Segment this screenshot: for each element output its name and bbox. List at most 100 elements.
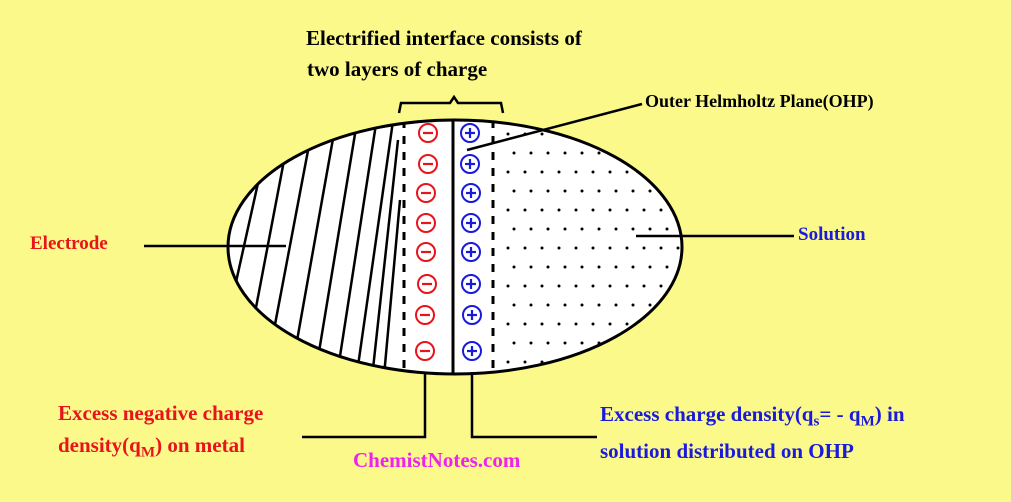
solution-dot xyxy=(631,227,635,231)
solution-dot xyxy=(665,189,669,193)
negative-charge-icon xyxy=(416,183,436,203)
solution-dot xyxy=(506,322,510,326)
excess-charge-subscript-s: s xyxy=(813,413,820,430)
solution-dot xyxy=(659,132,663,136)
solution-dot xyxy=(506,360,510,364)
solution-dot xyxy=(648,265,652,269)
solution-dot xyxy=(608,322,612,326)
solution-dot xyxy=(523,246,527,250)
solution-dot xyxy=(523,360,527,364)
solution-dot xyxy=(659,208,663,212)
solution-dot xyxy=(557,284,561,288)
ohp-label: Outer Helmholtz Plane(OHP) xyxy=(645,91,874,111)
solution-dot xyxy=(506,208,510,212)
solution-dot xyxy=(529,265,533,269)
solution-dot xyxy=(523,170,527,174)
solution-dot xyxy=(614,265,618,269)
solution-dot xyxy=(563,265,567,269)
positive-charge-icon xyxy=(461,213,481,233)
negative-charge-icon xyxy=(418,154,438,174)
solution-dot xyxy=(557,208,561,212)
solution-dot xyxy=(676,322,680,326)
solution-dot xyxy=(608,208,612,212)
solution-dot xyxy=(642,322,646,326)
solution-dot xyxy=(540,246,544,250)
solution-dot xyxy=(546,303,550,307)
hatch-line xyxy=(334,123,378,374)
negative-charge-icon xyxy=(416,213,436,233)
solution-dot xyxy=(625,284,629,288)
excess-negative-line-2: density(qM) on metal xyxy=(58,435,245,461)
solution-dot xyxy=(631,265,635,269)
solution-dot xyxy=(523,208,527,212)
solution-dot xyxy=(665,341,669,345)
excess-negative-subscript: M xyxy=(140,444,156,461)
negative-charge-icon xyxy=(415,305,435,325)
solution-dot xyxy=(608,132,612,136)
hatch-line xyxy=(354,120,395,374)
solution-dot xyxy=(546,189,550,193)
solution-dot xyxy=(546,227,550,231)
solution-dot xyxy=(523,322,527,326)
solution-dot xyxy=(540,208,544,212)
solution-dot xyxy=(540,284,544,288)
solution-dot xyxy=(506,170,510,174)
solution-dot xyxy=(625,360,629,364)
solution-dot xyxy=(512,151,516,155)
positive-charge-icon xyxy=(461,274,481,294)
solution-dot xyxy=(631,341,635,345)
negative-charge-icon xyxy=(416,242,436,262)
solution-dot xyxy=(563,341,567,345)
solution-dot xyxy=(580,227,584,231)
solution-dot xyxy=(512,227,516,231)
solution-dot xyxy=(648,189,652,193)
interface-ellipse xyxy=(226,118,684,376)
solution-dot xyxy=(580,341,584,345)
solution-dot xyxy=(683,304,686,307)
solution-dot xyxy=(625,246,629,250)
solution-dot xyxy=(540,360,544,364)
solution-dot xyxy=(591,246,595,250)
solution-dot xyxy=(642,132,646,136)
excess-negative-line-1: Excess negative charge xyxy=(58,401,264,425)
solution-dot xyxy=(614,151,618,155)
negative-charge-icon xyxy=(415,341,435,361)
solution-dot xyxy=(563,227,567,231)
solution-dot xyxy=(529,189,533,193)
solution-dot xyxy=(683,190,686,193)
negative-charge-icon xyxy=(418,123,438,143)
excess-charge-line-2: solution distributed on OHP xyxy=(600,439,854,463)
solution-dot xyxy=(665,265,669,269)
solution-dot xyxy=(676,284,680,288)
ohp-leader-line xyxy=(466,102,643,152)
solution-dot xyxy=(614,341,618,345)
solution-dot xyxy=(648,341,652,345)
solution-dot xyxy=(608,284,612,288)
solution-dot xyxy=(597,265,601,269)
solution-dot xyxy=(591,170,595,174)
solution-dot xyxy=(614,189,618,193)
solution-dot xyxy=(597,303,601,307)
solution-dot xyxy=(529,341,533,345)
solution-dot xyxy=(665,303,669,307)
solution-dot xyxy=(625,208,629,212)
solution-dot xyxy=(625,322,629,326)
excess-charge-line-1: Excess charge density(qs= - qM) in xyxy=(600,404,905,430)
solution-dot xyxy=(631,189,635,193)
solution-dot xyxy=(557,246,561,250)
solution-dot xyxy=(597,341,601,345)
solution-dot xyxy=(683,342,686,345)
solution-dot xyxy=(506,284,510,288)
watermark: ChemistNotes.com xyxy=(353,448,521,472)
solution-dot xyxy=(540,322,544,326)
solution-dot xyxy=(512,189,516,193)
solution-dot xyxy=(676,132,680,136)
solution-dot xyxy=(683,266,686,269)
interface-brace xyxy=(397,94,505,114)
positive-charge-icon xyxy=(462,305,482,325)
positive-charge-icon xyxy=(460,123,480,143)
solution-dot xyxy=(648,227,652,231)
solution-dot xyxy=(659,284,663,288)
solution-dot xyxy=(563,189,567,193)
solution-dot xyxy=(665,151,669,155)
